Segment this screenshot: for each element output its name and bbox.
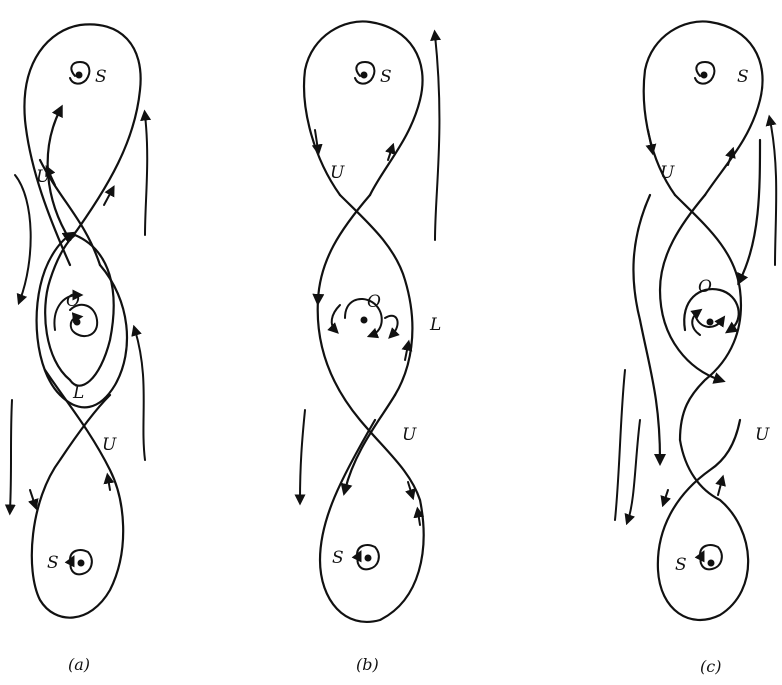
outer-stream-left-a — [14, 174, 32, 306]
label-bottom-saddle-c: U — [755, 425, 770, 445]
label-top-sink-a: S — [95, 67, 107, 87]
outer-stream-left-bottom-a — [4, 399, 16, 516]
separatrix-top-loop-b — [303, 20, 424, 197]
sink-top-c — [700, 71, 708, 79]
spiral-top-c — [694, 60, 716, 85]
spiral-center-b-3 — [327, 304, 341, 334]
separatrix-top-left-b — [312, 193, 372, 307]
separatrix-cross-lower-a — [30, 368, 125, 619]
panel-b: S U O L U S (b) — [294, 20, 442, 674]
label-top-sink-b: S — [380, 67, 392, 87]
spiral-center-b — [344, 298, 383, 339]
caption-a: (a) — [68, 655, 90, 674]
spiral-center-b-2 — [384, 314, 400, 339]
separatrix-top-loop-c — [642, 20, 764, 197]
sink-bottom-c — [707, 559, 715, 567]
arrow-a-1 — [45, 165, 56, 186]
separatrix-top-left-c — [658, 193, 726, 384]
arrow-c-4 — [660, 489, 671, 508]
outer-stream-right-2-c — [765, 114, 778, 266]
label-limit-cycle-b: L — [429, 315, 441, 335]
inner-loop-a — [44, 233, 115, 387]
arrow-c-2 — [725, 146, 736, 166]
outer-stream-bottom-b — [294, 409, 306, 506]
label-top-saddle-c: U — [660, 163, 675, 183]
center-point-c — [706, 318, 714, 326]
sink-bottom-b — [364, 554, 372, 562]
spiral-center-a-2 — [53, 289, 84, 331]
separatrix-mid-left-b — [316, 298, 425, 623]
separatrix-top-right-b — [338, 193, 414, 397]
outer-stream-left-c — [632, 193, 667, 467]
center-point-b — [360, 316, 368, 324]
label-bottom-sink-b: S — [332, 548, 344, 568]
arrow-b-1 — [311, 129, 323, 156]
arrow-b-5 — [413, 506, 425, 526]
arrow-b-2 — [385, 142, 396, 161]
spiral-bottom-b — [351, 544, 380, 571]
arrow-b-4 — [405, 481, 416, 501]
label-top-saddle-a: U — [36, 167, 51, 187]
arrow-c-1 — [645, 129, 657, 156]
label-center-c: O — [698, 277, 712, 297]
label-bottom-saddle-b: U — [402, 425, 417, 445]
spiral-top-a — [69, 60, 91, 85]
outer-stream-far-left-c — [624, 419, 641, 526]
caption-c: (c) — [700, 657, 721, 676]
arrow-a-3 — [103, 472, 115, 491]
sink-top-b — [360, 71, 368, 79]
label-top-saddle-b: U — [330, 163, 345, 183]
spiral-bottom-c — [694, 544, 723, 571]
spiral-center-c-2 — [690, 308, 703, 336]
inner-loop-c — [683, 287, 740, 334]
label-limit-cycle-a: L — [72, 383, 84, 403]
arrow-c-3 — [715, 474, 726, 496]
label-bottom-sink-c: S — [675, 555, 687, 575]
spiral-center-a — [69, 303, 99, 338]
label-center-b: O — [367, 292, 381, 312]
outer-stream-right-top-a — [140, 109, 152, 236]
outer-stream-far-left-2-c — [614, 369, 626, 521]
center-point-a — [73, 318, 81, 326]
panel-c: S U O U S (c) — [614, 20, 778, 676]
sink-bottom-a — [77, 559, 85, 567]
arrow-b-3 — [401, 339, 413, 361]
separatrix-top-loop-a — [23, 23, 142, 267]
outer-stream-right-c — [737, 138, 762, 286]
separatrix-bottom-loop-c — [656, 418, 750, 621]
label-top-sink-c: S — [737, 67, 749, 87]
outer-stream-top-b — [430, 29, 442, 241]
arrow-a-4 — [28, 489, 39, 511]
panel-a: S U O L U S (a) — [4, 23, 152, 674]
arrow-a-2 — [103, 185, 115, 206]
label-bottom-sink-a: S — [47, 553, 59, 573]
spiral-bottom-a — [64, 549, 93, 576]
caption-b: (b) — [356, 655, 379, 674]
outer-stream-right-a — [131, 324, 146, 461]
spiral-top-b — [354, 60, 376, 85]
label-bottom-saddle-a: U — [102, 435, 117, 455]
label-center-a: O — [66, 291, 80, 311]
sink-top-a — [75, 71, 83, 79]
separatrix-mid-right-b — [340, 393, 397, 496]
limit-cycle-a — [35, 231, 129, 409]
